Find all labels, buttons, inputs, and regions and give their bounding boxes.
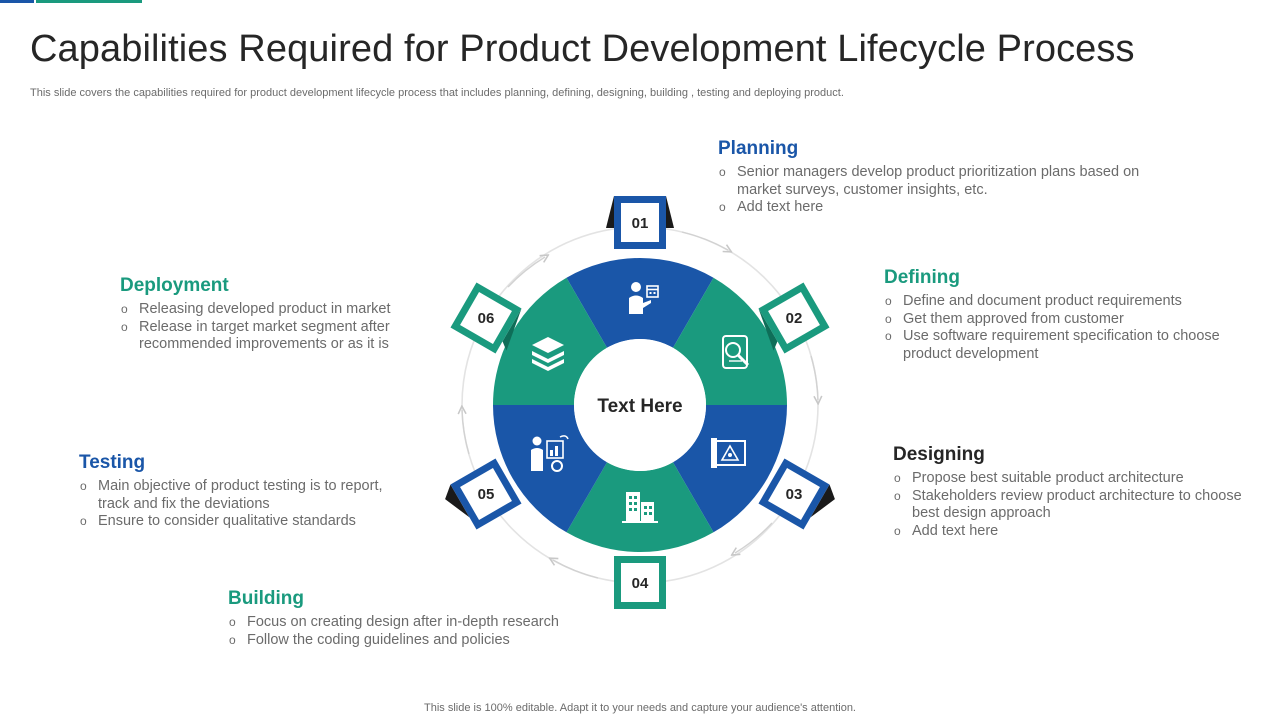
step-number: 06 [478,310,495,327]
step-badge [445,458,522,530]
slide-footer: This slide is 100% editable. Adapt it to… [424,702,856,714]
bullet-item: Propose best suitable product architectu… [893,470,1263,488]
step-badge [758,458,835,530]
step-badge [450,282,522,354]
building-bullets: Focus on creating design after in-depth … [228,614,608,649]
presenter-calendar-icon [629,282,659,314]
step-badge [758,282,830,354]
bullet-item: Releasing developed product in market [120,301,420,319]
document-search-icon [722,335,750,369]
planning-heading: Planning [718,138,799,159]
step-number: 04 [632,575,649,592]
center-circle [574,339,706,471]
step-number: 03 [786,486,803,503]
segment-defining [673,277,787,405]
designing-bullets: Propose best suitable product architectu… [893,470,1263,540]
cycle-arrow [810,355,818,400]
bullet-item: Use software requirement specification t… [884,328,1244,363]
bullet-item: Get them approved from customer [884,311,1244,329]
deployment-heading: Deployment [120,275,229,296]
bullet-item: Release in target market segment after r… [120,319,420,354]
deployment-block: Deployment Releasing developed product i… [120,275,420,354]
cycle-arrow [462,410,470,455]
defining-heading: Defining [884,267,960,288]
step-number: 02 [786,310,803,327]
step-badge: 04 [614,556,666,609]
analyst-chart-icon [531,435,569,472]
cycle-arrow [681,231,728,250]
step-badge: 01 [606,196,674,249]
bullet-item: Define and document product requirements [884,293,1244,311]
testing-bullets: Main objective of product testing is to … [79,478,409,531]
bullet-item: Main objective of product testing is to … [79,478,409,513]
center-text: Text Here [597,396,682,417]
deployment-bullets: Releasing developed product in market Re… [120,301,420,354]
cycle-arrow [507,257,545,288]
slide-title: Capabilities Required for Product Develo… [30,28,1135,70]
planning-bullets: Senior managers develop product prioriti… [718,164,1178,217]
bullet-item: Follow the coding guidelines and policie… [228,632,608,650]
planning-block: Planning Senior managers develop product… [718,138,1178,217]
bullet-item: Stakeholders review product architecture… [893,488,1263,523]
layers-icon [532,337,564,371]
accent-bar-blue [0,0,34,3]
designing-heading: Designing [893,444,985,465]
designing-block: Designing Propose best suitable product … [893,444,1263,540]
accent-bar-green [36,0,142,3]
cycle-arrow [553,560,599,579]
building-block: Building Focus on creating design after … [228,588,608,649]
defining-bullets: Define and document product requirements… [884,293,1244,363]
testing-heading: Testing [79,452,146,473]
bullet-item: Ensure to consider qualitative standards [79,513,409,531]
segment-testing [493,405,607,533]
blueprint-icon [711,438,746,468]
step-number: 01 [632,215,649,232]
cycle-arrow [735,522,773,553]
step-number: 05 [478,486,495,503]
slide-subtitle: This slide covers the capabilities requi… [30,87,844,99]
segment-designing [673,405,787,533]
bullet-item: Focus on creating design after in-depth … [228,614,608,632]
defining-block: Defining Define and document product req… [884,267,1244,363]
buildings-icon [622,492,658,523]
bullet-item: Add text here [718,199,1178,217]
testing-block: Testing Main objective of product testin… [79,452,409,531]
bullet-item: Senior managers develop product prioriti… [718,164,1178,199]
building-heading: Building [228,588,304,609]
bullet-item: Add text here [893,523,1263,541]
